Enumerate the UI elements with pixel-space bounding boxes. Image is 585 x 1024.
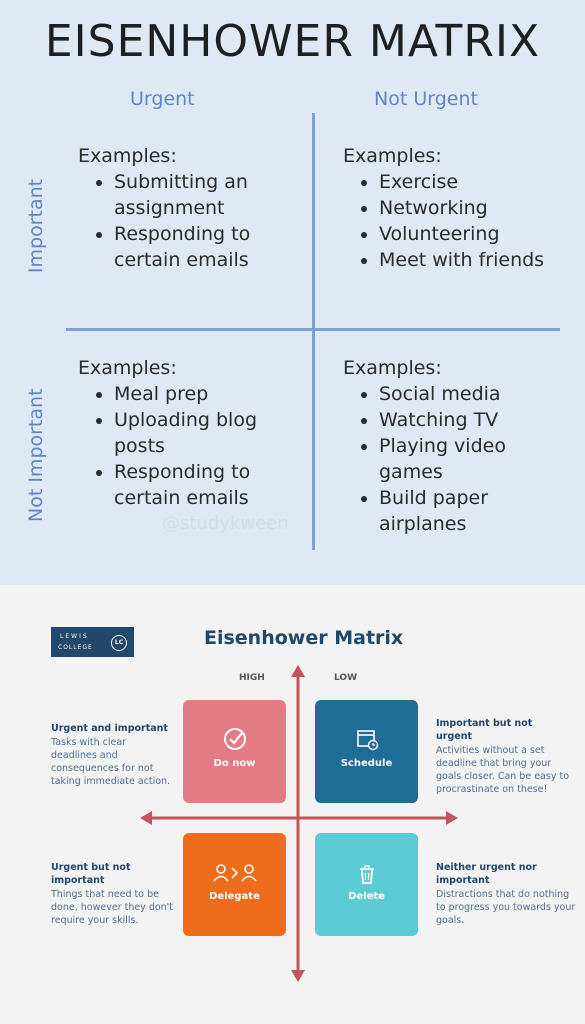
list-item: Exercise (379, 169, 573, 195)
description-heading: Important but not urgent (436, 718, 533, 742)
column-header-urgent: Urgent (130, 88, 195, 110)
description-text: Tasks with clear deadlines and consequen… (51, 737, 171, 787)
box-label-delegate: Delegate (209, 891, 260, 902)
top-arrowhead (291, 665, 305, 677)
description-heading: Neither urgent nor important (436, 862, 537, 886)
column-header-not-urgent: Not Urgent (374, 88, 478, 110)
description-urgent-important: Urgent and important Tasks with clear de… (51, 722, 171, 788)
top-matrix-panel: EISENHOWER MATRIX Urgent Not Urgent Impo… (0, 0, 585, 585)
description-heading: Urgent but not important (51, 862, 131, 886)
people-transfer-icon (183, 863, 286, 887)
axis-label-high: HIGH (239, 673, 265, 683)
box-label-schedule: Schedule (340, 758, 393, 769)
logo-badge: LC (111, 635, 127, 651)
trash-icon (315, 865, 418, 889)
list-item: Volunteering (379, 221, 573, 247)
list-item: Uploading blog posts (114, 407, 298, 459)
quadrant-heading: Examples: (78, 357, 177, 379)
left-arrowhead (140, 811, 152, 825)
list-item: Submitting an assignment (114, 169, 298, 221)
list-item: Watching TV (379, 407, 543, 433)
list-item: Networking (379, 195, 573, 221)
schedule-box: Schedule (315, 700, 418, 803)
quadrant-heading: Examples: (78, 145, 177, 167)
diagram-title: Eisenhower Matrix (204, 627, 404, 649)
box-label-do-now: Do now (213, 758, 256, 769)
list-item: Responding to certain emails (114, 459, 298, 511)
list-item: Meal prep (114, 381, 298, 407)
description-heading: Urgent and important (51, 723, 168, 734)
bottom-arrowhead (291, 970, 305, 982)
vertical-divider (312, 113, 315, 550)
list-item: Build paper airplanes (379, 485, 543, 537)
quadrant-heading: Examples: (343, 145, 442, 167)
quadrant-urgent-not-important: Examples: Meal prep Uploading blog posts… (78, 355, 298, 511)
description-important-not-urgent: Important but not urgent Activities with… (436, 717, 571, 796)
delete-box: Delete (315, 833, 418, 936)
axis-label-low: LOW (334, 673, 357, 683)
check-circle-icon (183, 726, 286, 756)
quadrant-not-urgent-important: Examples: Exercise Networking Volunteeri… (343, 143, 573, 273)
description-urgent-not-important: Urgent but not important Things that nee… (51, 861, 181, 927)
quadrant-urgent-important: Examples: Submitting an assignment Respo… (78, 143, 298, 273)
horizontal-divider (66, 328, 560, 331)
description-text: Activities without a set deadline that b… (436, 745, 569, 795)
do-now-box: Do now (183, 700, 286, 803)
list-item: Social media (379, 381, 543, 407)
logo-line1: LEWIS (60, 633, 89, 640)
box-label-delete: Delete (348, 891, 385, 902)
logo-line2: COLLEGE (58, 644, 93, 651)
description-text: Distractions that do nothing to progress… (436, 889, 576, 926)
page-title: EISENHOWER MATRIX (44, 16, 541, 67)
list-item: Playing video games (379, 433, 543, 485)
quadrant-heading: Examples: (343, 357, 442, 379)
right-arrowhead (446, 811, 458, 825)
watermark: @studykween (162, 513, 289, 534)
calendar-icon (315, 726, 418, 756)
description-not-urgent-not-important: Neither urgent nor important Distraction… (436, 861, 581, 927)
delegate-box: Delegate (183, 833, 286, 936)
description-text: Things that need to be done, however the… (51, 889, 174, 926)
college-logo: LEWIS COLLEGE LC (51, 627, 134, 657)
list-item: Responding to certain emails (114, 221, 298, 273)
quadrant-not-urgent-not-important: Examples: Social media Watching TV Playi… (343, 355, 543, 537)
list-item: Meet with friends (379, 247, 573, 273)
